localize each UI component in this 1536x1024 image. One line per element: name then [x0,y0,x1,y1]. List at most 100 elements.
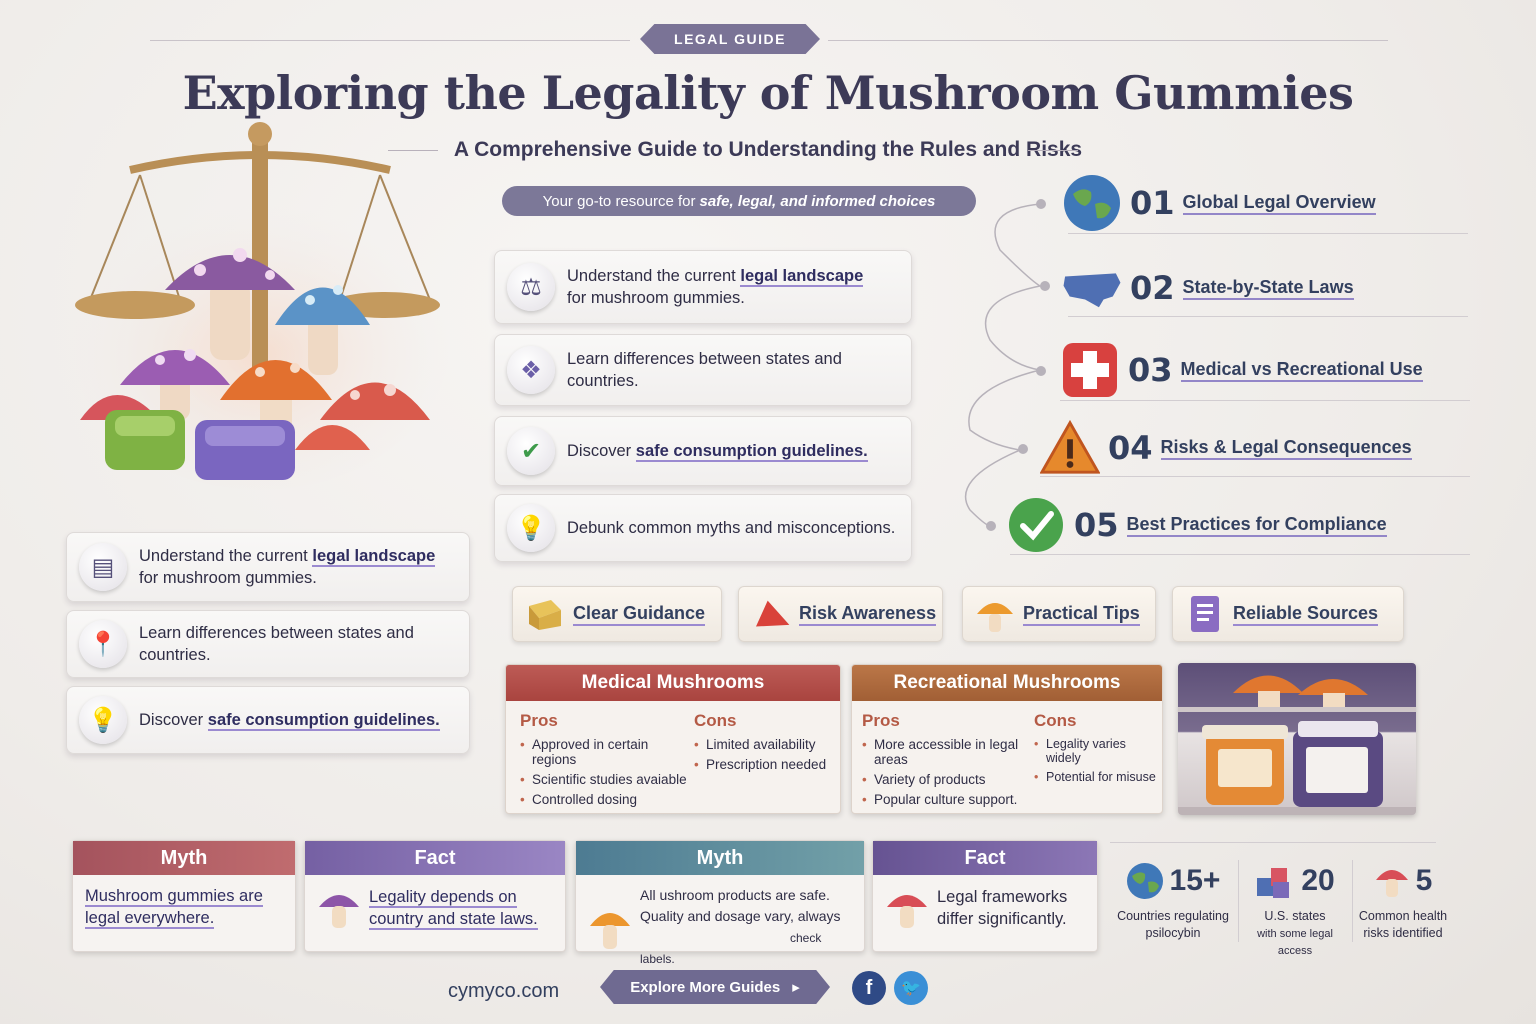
myth-text-3: check labels. [640,931,822,966]
tag-label: Reliable Sources [1233,603,1379,626]
list-item: Legality varies widely [1034,737,1162,765]
topic-number: 02 [1130,269,1175,307]
resource-emphasis: safe, legal, and informed choices [699,192,936,210]
page-subtitle: A Comprehensive Guide to Understanding t… [453,138,1083,161]
topic-number: 03 [1128,351,1173,389]
mushroom-icon [887,895,927,928]
check-circle-icon [1006,495,1066,555]
fact-card-2: Fact Legal frameworks differ significant… [872,840,1098,952]
center-card-legal-landscape: ⚖ Understand the current legal landscape… [494,250,912,324]
list-item: Variety of products [862,772,1042,787]
document-icon [1185,594,1225,634]
center-card-differences: ❖ Learn differences between states and c… [494,334,912,406]
card-text: Discover [139,710,208,729]
chevron-right-icon: ▸ [792,979,800,996]
card-text: Understand the current [567,266,741,285]
topic-rule-3 [1060,400,1470,401]
myth-card-1: Myth Mushroom gummies are legal everywhe… [72,840,296,952]
stat-divider [1238,860,1239,942]
fact-card-1: Fact Legality depends on country and sta… [304,840,566,952]
card-highlight: safe consumption guidelines. [635,441,868,462]
mushroom-icon [590,913,630,949]
topic-label: Risks & Legal Consequences [1160,437,1412,460]
medical-mushrooms-panel: Medical Mushrooms Pros Approved in certa… [505,664,841,814]
fact-heading: Fact [873,841,1097,875]
document-icon: ▤ [79,543,127,591]
topic-item-4[interactable]: 04 Risks & Legal Consequences [1040,418,1412,478]
topic-item-2[interactable]: 02 State-by-State Laws [1062,258,1354,318]
left-card-safe-consumption: 💡 Discover safe consumption guidelines. [66,686,470,754]
topic-dot-4 [1018,444,1028,454]
card-text: Learn differences between states and cou… [139,623,414,664]
card-text: Debunk common myths and misconceptions. [567,518,896,537]
twitter-icon[interactable]: 🐦 [894,971,928,1005]
myth-text: All ushroom products are safe. [640,887,830,903]
list-item: Approved in certain regions [520,737,690,767]
tag-clear-guidance[interactable]: Clear Guidance [512,586,722,642]
fact-text: Legality depends on country and state la… [369,887,538,930]
stat-caption-2: with some legal access [1257,927,1333,957]
topic-dot-5 [986,521,996,531]
tag-practical-tips[interactable]: Practical Tips [962,586,1156,642]
card-highlight: legal landscape [740,266,864,287]
stats-rule [1110,842,1436,843]
topic-rule-2 [1068,316,1468,317]
site-link[interactable]: cymyco.com [448,980,560,1002]
center-card-myths: 💡 Debunk common myths and misconceptions… [494,494,912,562]
list-item: More accessible in legal areas [862,737,1042,767]
myth-card-2: Myth All ushroom products are safe. Qual… [575,840,865,966]
scale-mushroom-illustration [70,122,450,490]
fact-heading: Fact [305,841,565,875]
resource-prefix: Your go-to resource for [542,192,696,210]
card-text-2: for mushroom gummies. [139,569,317,587]
recreational-cons: Cons Legality varies widely Potential fo… [1034,711,1162,789]
tag-reliable-sources[interactable]: Reliable Sources [1172,586,1404,642]
tag-label: Risk Awareness [799,603,937,626]
topic-item-3[interactable]: 03 Medical vs Recreational Use [1060,340,1423,400]
topic-label: Global Legal Overview [1182,192,1376,215]
list-item: Prescription needed [694,757,839,772]
topic-rule-1 [1068,233,1468,234]
topic-number: 05 [1074,506,1119,544]
list-item: Limited availability [694,737,839,752]
topic-number: 04 [1108,429,1153,467]
stat-caption: U.S. states [1264,909,1326,923]
cons-heading: Cons [1034,711,1077,730]
stat-value: 5 [1415,864,1433,897]
header-rule-left [150,40,630,41]
medical-panel-title: Medical Mushrooms [506,665,840,701]
globe-icon [1126,863,1163,899]
stat-value: 20 [1301,864,1335,897]
left-card-differences: 📍 Learn differences between states and c… [66,610,470,678]
lightbulb-icon: 💡 [507,504,555,552]
subtitle-rule-left [388,150,438,151]
list-item: Potential for misuse [1034,770,1162,784]
topic-item-1[interactable]: 01 Global Legal Overview [1062,173,1376,233]
topic-dot-3 [1036,366,1046,376]
stat-divider [1352,860,1353,942]
mushroom-jars-image [1178,663,1416,815]
explore-more-button[interactable]: Explore More Guides ▸ [600,970,830,1004]
stat-caption-2: risks identified [1363,925,1443,940]
book-icon [525,594,565,634]
header-rule-right [828,40,1388,41]
topic-dot-1 [1036,199,1046,209]
topic-item-5[interactable]: 05 Best Practices for Compliance [1006,495,1387,555]
card-highlight: legal landscape [312,546,436,567]
globe-icon [1062,173,1122,233]
card-highlight: safe consumption guidelines. [207,710,440,731]
scale-icon: ⚖ [507,263,555,311]
stat-us-states: 20 U.S. states with some legal access [1240,862,1350,959]
tag-risk-awareness[interactable]: Risk Awareness [738,586,943,642]
card-text: Learn differences between states and cou… [567,349,842,390]
recreational-pros: Pros More accessible in legal areas Vari… [862,711,1042,812]
left-card-legal-landscape: ▤ Understand the current legal landscape… [66,532,470,602]
tag-label: Practical Tips [1023,603,1140,626]
facebook-icon[interactable]: f [852,971,886,1005]
card-text: Discover [567,441,636,460]
resource-pill: Your go-to resource for safe, legal, and… [502,186,976,216]
map-pin-icon: 📍 [79,620,127,668]
warning-icon [751,594,791,634]
